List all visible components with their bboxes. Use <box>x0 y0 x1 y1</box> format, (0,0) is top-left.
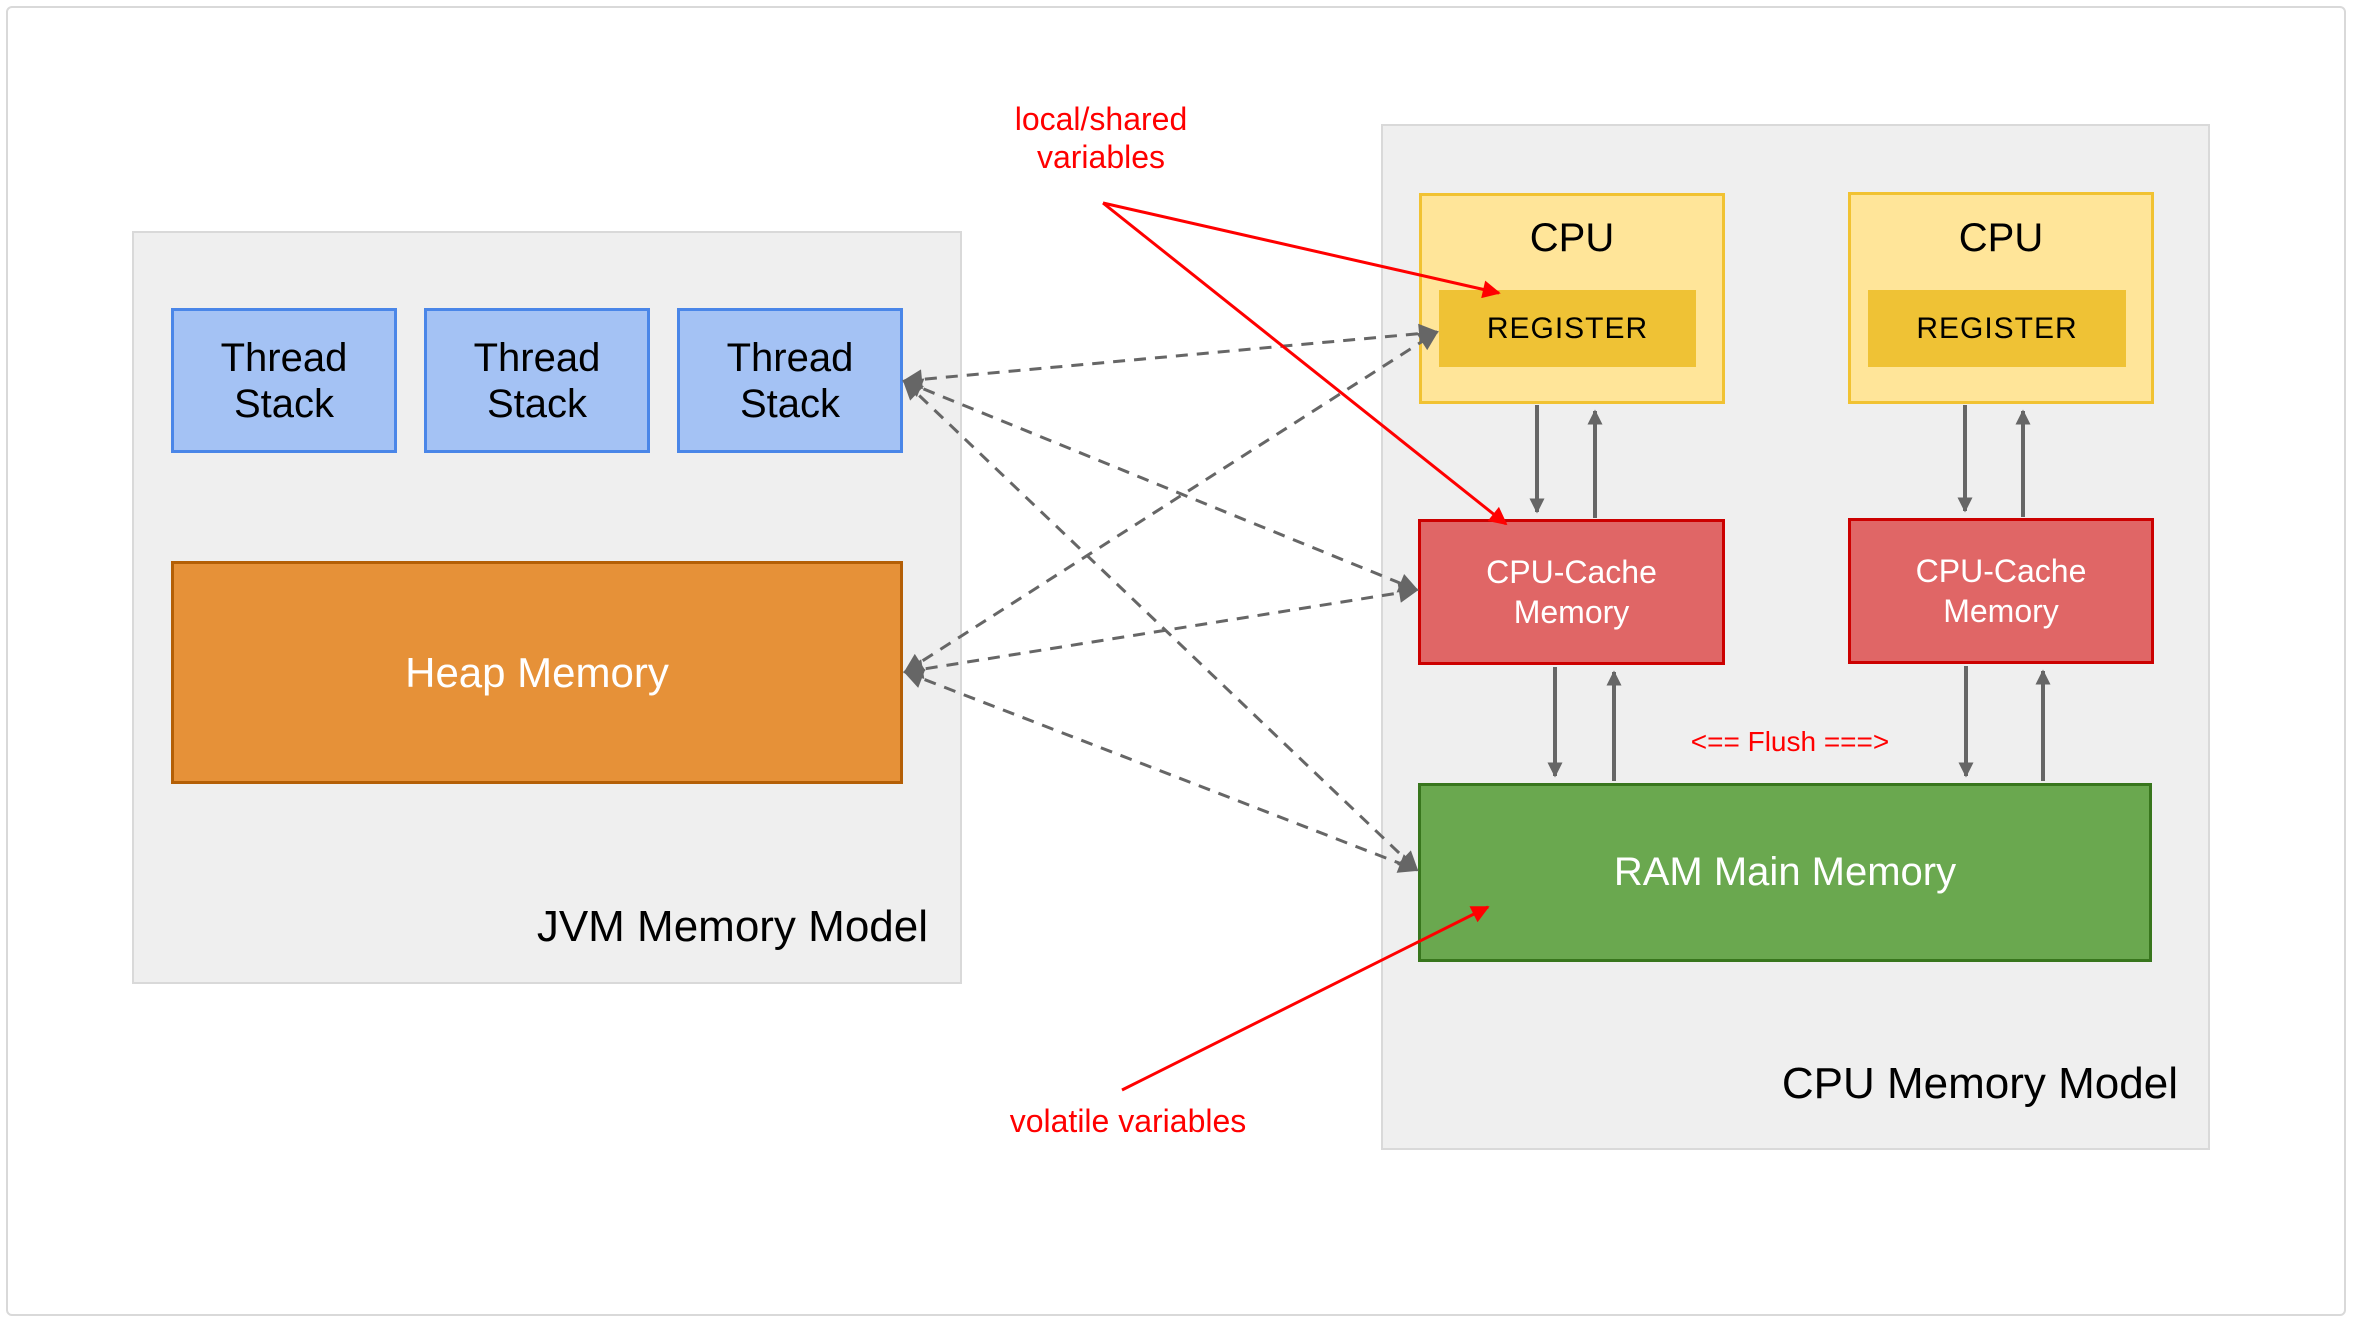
cpu-panel-title: CPU Memory Model <box>1781 1059 2178 1108</box>
register-box-1: REGISTER <box>1439 290 1696 367</box>
cpu-cache-label-line1: CPU-Cache <box>1915 553 2087 589</box>
register-box-2: REGISTER <box>1868 290 2126 367</box>
annotation-local-shared-line2: variables <box>1036 139 1166 175</box>
annotation-local-shared-line1: local/shared <box>1014 101 1188 137</box>
cpu-cache-box-1: CPU-Cache Memory <box>1418 519 1725 665</box>
register-label-1: REGISTER <box>1486 311 1649 345</box>
thread-stack-label-line1: Thread <box>473 335 601 380</box>
thread-stack-box-2: Thread Stack <box>424 308 650 453</box>
cpu-cache-label-line2: Memory <box>1513 594 1630 630</box>
heap-memory-label: Heap Memory <box>405 648 669 696</box>
jvm-panel-title: JVM Memory Model <box>536 902 928 951</box>
cpu-cache-label-line1: CPU-Cache <box>1486 554 1657 590</box>
thread-stack-label-line2: Stack <box>486 381 588 426</box>
cpu-cache-box-2: CPU-Cache Memory <box>1848 518 2154 664</box>
ram-main-memory-box: RAM Main Memory <box>1418 783 2152 962</box>
thread-stack-label-line1: Thread <box>726 335 854 380</box>
page-border <box>6 6 2346 1316</box>
register-label-2: REGISTER <box>1916 311 2078 345</box>
thread-stack-box-3: Thread Stack <box>677 308 903 453</box>
cpu-label-2: CPU <box>1958 216 2044 260</box>
thread-stack-label-line1: Thread <box>220 335 348 380</box>
cpu-label-1: CPU <box>1529 216 1615 260</box>
annotation-local-shared-variables: local/shared variables <box>951 100 1251 176</box>
heap-memory-box: Heap Memory <box>171 561 903 784</box>
annotation-volatile-variables: volatile variables <box>1009 1103 1247 1139</box>
cpu-cache-label-line2: Memory <box>1943 593 2059 629</box>
thread-stack-label-line2: Stack <box>233 381 335 426</box>
thread-stack-box-1: Thread Stack <box>171 308 397 453</box>
thread-stack-label-line2: Stack <box>739 381 841 426</box>
annotation-flush: <== Flush ===> <box>1690 726 1890 757</box>
ram-main-memory-label: RAM Main Memory <box>1613 850 1957 894</box>
